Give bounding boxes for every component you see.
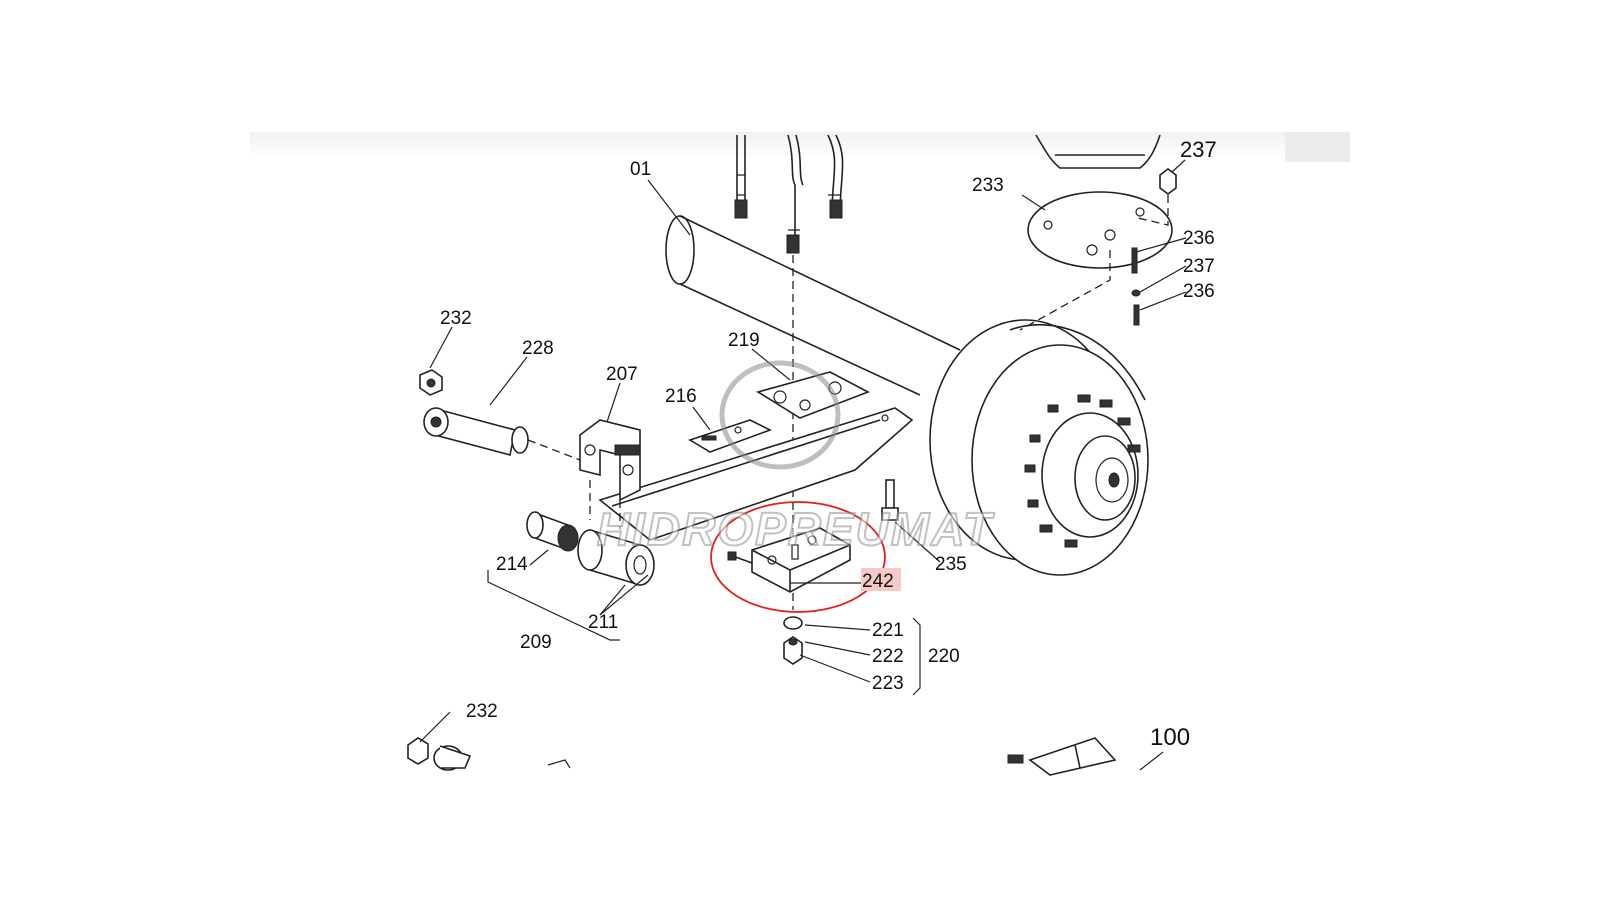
callout-235: 235 — [935, 554, 967, 575]
callout-214: 214 — [496, 554, 528, 575]
callout-228: 228 — [522, 338, 554, 359]
callout-216: 216 — [665, 386, 697, 407]
washer-nut — [783, 616, 803, 665]
callout-211: 211 — [588, 612, 618, 633]
callout-207: 207 — [606, 364, 638, 385]
callout-236-top: 236 — [1183, 228, 1215, 249]
eye-211 — [577, 528, 655, 587]
callout-232-top: 232 — [440, 308, 472, 329]
callout-01: 01 — [630, 159, 651, 180]
leader-lines — [419, 159, 1187, 771]
callout-232-bottom: 232 — [466, 701, 498, 722]
callout-222: 222 — [872, 646, 904, 667]
watermark: HIDROPREUMAT — [596, 360, 995, 556]
bracket-100 — [1007, 737, 1117, 776]
callout-223: 223 — [872, 673, 904, 694]
callout-233: 233 — [972, 175, 1004, 196]
callout-237-top: 237 — [1180, 137, 1217, 162]
callout-220: 220 — [928, 646, 960, 667]
highlight-ring — [710, 501, 886, 613]
callout-237-mid: 237 — [1183, 256, 1215, 277]
watermark-text: HIDROPREUMAT — [597, 503, 995, 555]
bolt-235 — [881, 479, 899, 521]
axle-tube — [665, 215, 961, 396]
callout-209: 209 — [520, 632, 552, 653]
callout-236-bottom: 236 — [1183, 281, 1215, 302]
bottom-nuts — [407, 737, 571, 771]
highlight-label-bg — [861, 568, 901, 591]
air-spring — [1019, 134, 1173, 331]
plate-242 — [727, 527, 851, 593]
shock-absorber — [419, 369, 581, 461]
plate-216 — [688, 419, 773, 453]
callout-242: 242 — [862, 571, 894, 592]
brake-drum — [929, 319, 1149, 576]
bushing-214 — [526, 511, 579, 552]
callout-100: 100 — [1150, 724, 1190, 751]
top-right-gray-tab — [1285, 132, 1350, 162]
bracket-207 — [579, 419, 641, 502]
callout-219: 219 — [728, 330, 760, 351]
callout-labels: 01 237 233 236 237 236 232 228 207 216 2… — [440, 137, 1217, 751]
small-fasteners — [1131, 168, 1177, 326]
pin-dashed-line — [589, 480, 621, 530]
u-bolts — [734, 134, 844, 254]
callout-221: 221 — [872, 620, 904, 641]
plate-219 — [756, 371, 870, 419]
